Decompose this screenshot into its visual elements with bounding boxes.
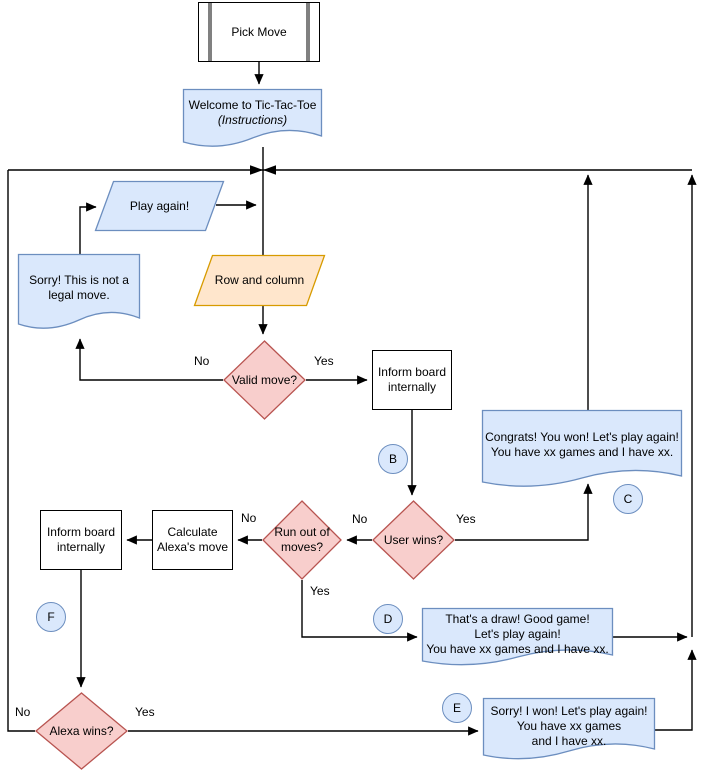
diamond-shape (34, 692, 129, 770)
process-bar-right (306, 3, 310, 61)
node-run-out: Run out of moves? (262, 500, 342, 580)
edge-label-valid-no: No (192, 354, 212, 368)
circle-f-label: F (47, 610, 55, 624)
inform-board-left-line1: Inform board (46, 525, 116, 539)
document-shape (17, 253, 141, 329)
circle-e-label: E (452, 701, 461, 715)
pick-move-label: Pick Move (231, 24, 287, 39)
process-bar-left (208, 3, 212, 61)
node-alexa-wins: Alexa wins? (34, 692, 129, 770)
diamond-shape (372, 500, 455, 580)
circle-b: B (378, 444, 408, 474)
node-welcome-doc: Welcome to Tic-Tac-Toe (Instructions) (182, 88, 323, 150)
node-inform-board-left: Inform board internally (40, 510, 122, 570)
node-sorry-illegal-doc: Sorry! This is not a legal move. (17, 253, 141, 334)
diamond-shape (223, 340, 306, 420)
node-draw-doc: That's a draw! Good game! Let's play aga… (421, 607, 614, 670)
diamond-shape (262, 500, 342, 580)
edge-label-runout-yes: Yes (308, 584, 332, 598)
document-shape (182, 88, 323, 147)
circle-c-label: C (623, 492, 633, 506)
circle-f: F (36, 602, 66, 632)
circle-c: C (613, 484, 643, 514)
parallelogram-shape (193, 254, 326, 307)
parallelogram-shape (94, 180, 225, 232)
circle-d-label: D (383, 612, 393, 626)
edge-label-user-no: No (350, 512, 370, 526)
node-user-wins: User wins? (372, 500, 455, 580)
node-inform-board-right: Inform board internally (372, 350, 452, 410)
circle-d: D (373, 604, 403, 634)
edge-label-valid-yes: Yes (312, 354, 336, 368)
document-shape (481, 409, 683, 487)
node-sorry-won-doc: Sorry! I won! Let's play again! You have… (482, 697, 656, 764)
node-calculate: Calculate Alexa's move (152, 510, 233, 570)
edge-label-user-yes: Yes (454, 512, 478, 526)
circle-e: E (442, 693, 472, 723)
node-pick-move: Pick Move (198, 2, 320, 62)
edge-label-alexa-yes: Yes (133, 705, 157, 719)
inform-board-right-line1: Inform board (377, 365, 447, 379)
document-shape (482, 697, 656, 760)
inform-board-left-line2: internally (56, 540, 106, 554)
node-valid-move: Valid move? (223, 340, 306, 420)
edge-label-runout-no: No (239, 511, 259, 525)
document-shape (421, 607, 614, 666)
calculate-line1: Calculate (167, 525, 218, 539)
node-congrats-doc: Congrats! You won! Let's play again! You… (481, 409, 683, 492)
node-play-again: Play again! (94, 180, 225, 232)
node-row-column: Row and column (193, 254, 326, 307)
inform-board-right-line2: internally (387, 380, 437, 394)
edge-label-alexa-no: No (13, 705, 33, 719)
calculate-line2: Alexa's move (157, 540, 228, 554)
circle-b-label: B (388, 452, 397, 466)
